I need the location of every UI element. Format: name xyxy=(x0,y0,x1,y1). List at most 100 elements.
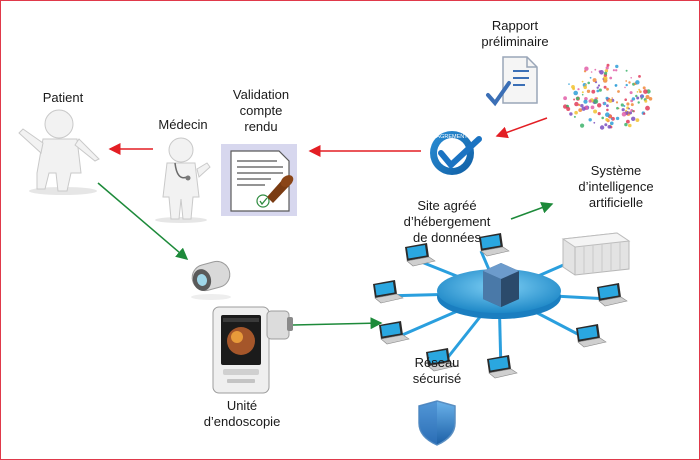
brain-node xyxy=(585,83,587,86)
badge-label: AGREMENT xyxy=(436,134,468,140)
brain-node xyxy=(584,66,589,71)
site-line-1: Site agréé xyxy=(417,198,477,213)
brain-node xyxy=(573,90,578,96)
brain-node xyxy=(628,81,631,84)
brain-node xyxy=(588,118,592,122)
brain-node xyxy=(625,109,628,112)
brain-node xyxy=(580,123,585,128)
validation-document xyxy=(221,144,297,216)
brain-node xyxy=(605,112,610,117)
brain-node xyxy=(625,83,628,87)
laptop-icon xyxy=(426,348,457,372)
brain-node xyxy=(606,87,609,91)
brain-node xyxy=(614,84,618,87)
laptop-icon xyxy=(487,355,518,379)
brain-node xyxy=(591,89,596,94)
systeme-line-1: Système xyxy=(590,163,642,178)
medecin-label: Médecin xyxy=(158,117,208,132)
brain-node xyxy=(605,66,609,70)
brain-node xyxy=(605,118,609,122)
brain-node xyxy=(639,90,642,93)
brain-node xyxy=(625,80,628,82)
reseau-line-1: Réseau xyxy=(414,355,460,370)
unite-label: Unité d’endoscopie xyxy=(187,398,297,430)
brain-node xyxy=(577,88,580,91)
brain-node xyxy=(623,105,626,107)
brain-node xyxy=(563,96,567,101)
brain-node xyxy=(610,121,614,126)
validation-line-1: Validation xyxy=(232,87,290,102)
brain-node xyxy=(643,112,646,115)
systeme-line-3: artificielle xyxy=(588,195,644,210)
brain-node xyxy=(645,95,650,99)
brain-node xyxy=(625,69,628,72)
brain-node xyxy=(599,70,604,75)
brain-node xyxy=(638,75,641,78)
brain-node xyxy=(589,76,592,79)
brain-node xyxy=(578,108,583,112)
brain-node xyxy=(590,105,595,110)
brain-node xyxy=(632,110,634,112)
brain-node xyxy=(635,94,638,98)
brain-node xyxy=(569,112,573,116)
brain-node xyxy=(574,101,579,107)
brain-node xyxy=(596,86,599,89)
brain-node xyxy=(648,97,653,101)
capsule-camera xyxy=(191,260,231,300)
brain-node xyxy=(611,116,615,121)
brain-node xyxy=(626,119,630,124)
unite-line-1: Unité xyxy=(226,398,258,413)
brain-node xyxy=(583,85,587,90)
brain-node xyxy=(642,86,646,90)
brain-node xyxy=(588,99,592,103)
laptop-icon xyxy=(405,243,436,267)
brain-node xyxy=(608,98,613,103)
brain-node xyxy=(617,90,620,93)
brain-node xyxy=(621,111,627,117)
brain-node xyxy=(645,105,650,111)
brain-node xyxy=(629,91,633,95)
systeme-label: Système d’intelligence artificielle xyxy=(561,163,671,211)
brain-node xyxy=(628,123,632,128)
unite-line-2: d’endoscopie xyxy=(203,414,281,429)
brain-node xyxy=(574,110,578,115)
brain-node xyxy=(624,98,627,101)
brain-node xyxy=(605,96,609,100)
brain-node xyxy=(597,112,601,116)
shield-icon xyxy=(418,400,456,446)
site-line-3: de données xyxy=(413,230,481,245)
brain-node xyxy=(620,103,624,107)
brain-node xyxy=(578,103,581,107)
validation-label: Validation compte rendu xyxy=(223,87,299,135)
approval-badge: AGREMENT xyxy=(430,131,482,175)
brain-node xyxy=(580,104,584,108)
brain-node xyxy=(599,125,605,130)
brain-node xyxy=(598,88,602,92)
brain-node xyxy=(640,97,643,100)
laptop-icon xyxy=(576,324,607,348)
arrow-brain-to-badge xyxy=(495,117,548,139)
brain-node xyxy=(571,85,575,89)
brain-network xyxy=(563,63,653,130)
arrow-site-to-ai xyxy=(510,201,554,220)
brain-node xyxy=(573,115,576,118)
brain-node xyxy=(636,91,639,93)
brain-node xyxy=(604,69,609,73)
brain-node xyxy=(612,69,616,72)
server-icon xyxy=(483,263,519,307)
brain-node xyxy=(611,97,613,99)
brain-node xyxy=(615,116,620,121)
brain-node xyxy=(566,107,571,111)
brain-node xyxy=(601,116,604,120)
brain-node xyxy=(643,89,648,94)
brain-node xyxy=(641,95,644,98)
arrow-patient-to-capsule xyxy=(97,182,189,260)
rapport-line-1: Rapport xyxy=(491,18,539,33)
brain-node xyxy=(608,115,612,118)
laptop-icon xyxy=(479,233,510,257)
brain-node xyxy=(631,116,636,122)
brain-node xyxy=(630,103,634,107)
site-line-2: d’hébergement xyxy=(403,214,491,229)
brain-node xyxy=(604,71,608,75)
